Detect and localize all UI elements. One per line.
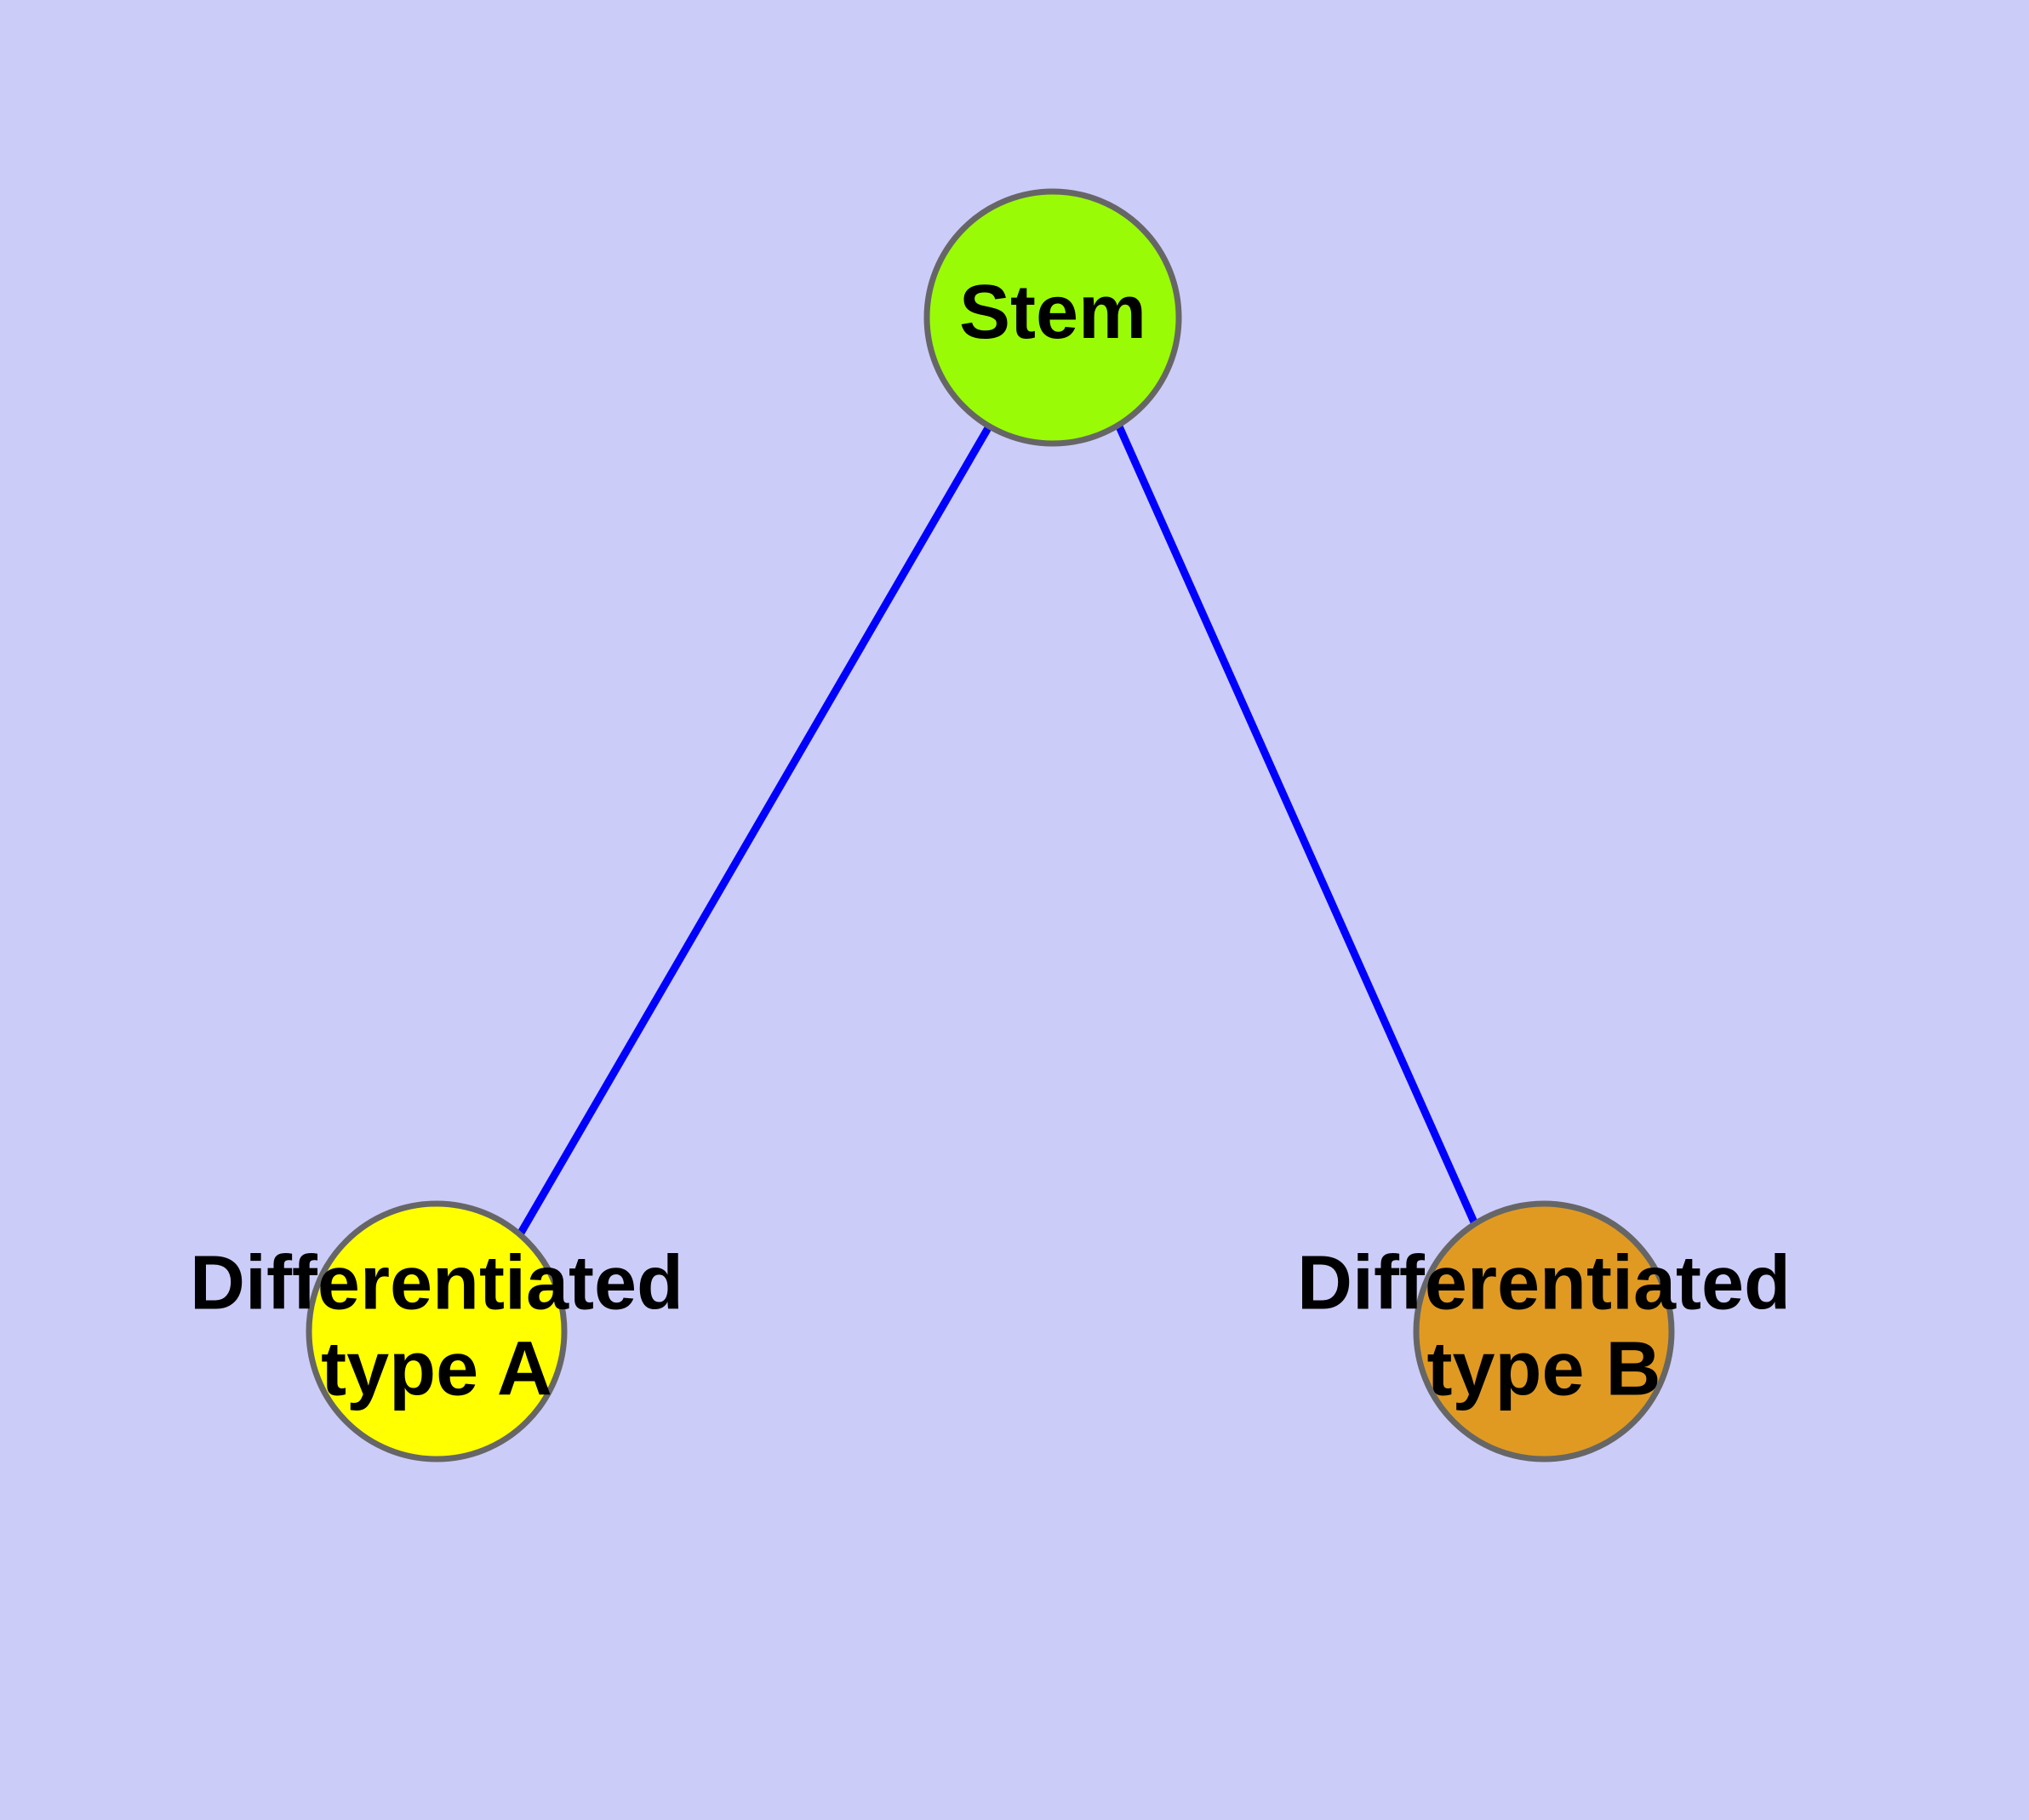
edges-layer — [517, 424, 1479, 1237]
node-diff_b[interactable] — [1413, 1200, 1675, 1462]
edge-stem-to-diff-b[interactable] — [1115, 425, 1479, 1226]
node-label-line: type B — [1426, 1326, 1660, 1411]
nodes-layer — [306, 188, 1675, 1462]
edge-stem-to-diff-a[interactable] — [517, 424, 992, 1237]
node-label-stem: Stem — [959, 270, 1146, 355]
node-label-line: type A — [321, 1326, 552, 1411]
node-stem[interactable] — [923, 188, 1182, 447]
node-label-line: Differentiated — [1297, 1240, 1791, 1325]
node-label-line: Differentiated — [190, 1240, 683, 1325]
node-diff_a[interactable] — [306, 1200, 568, 1462]
node-label-line: Stem — [959, 270, 1146, 355]
